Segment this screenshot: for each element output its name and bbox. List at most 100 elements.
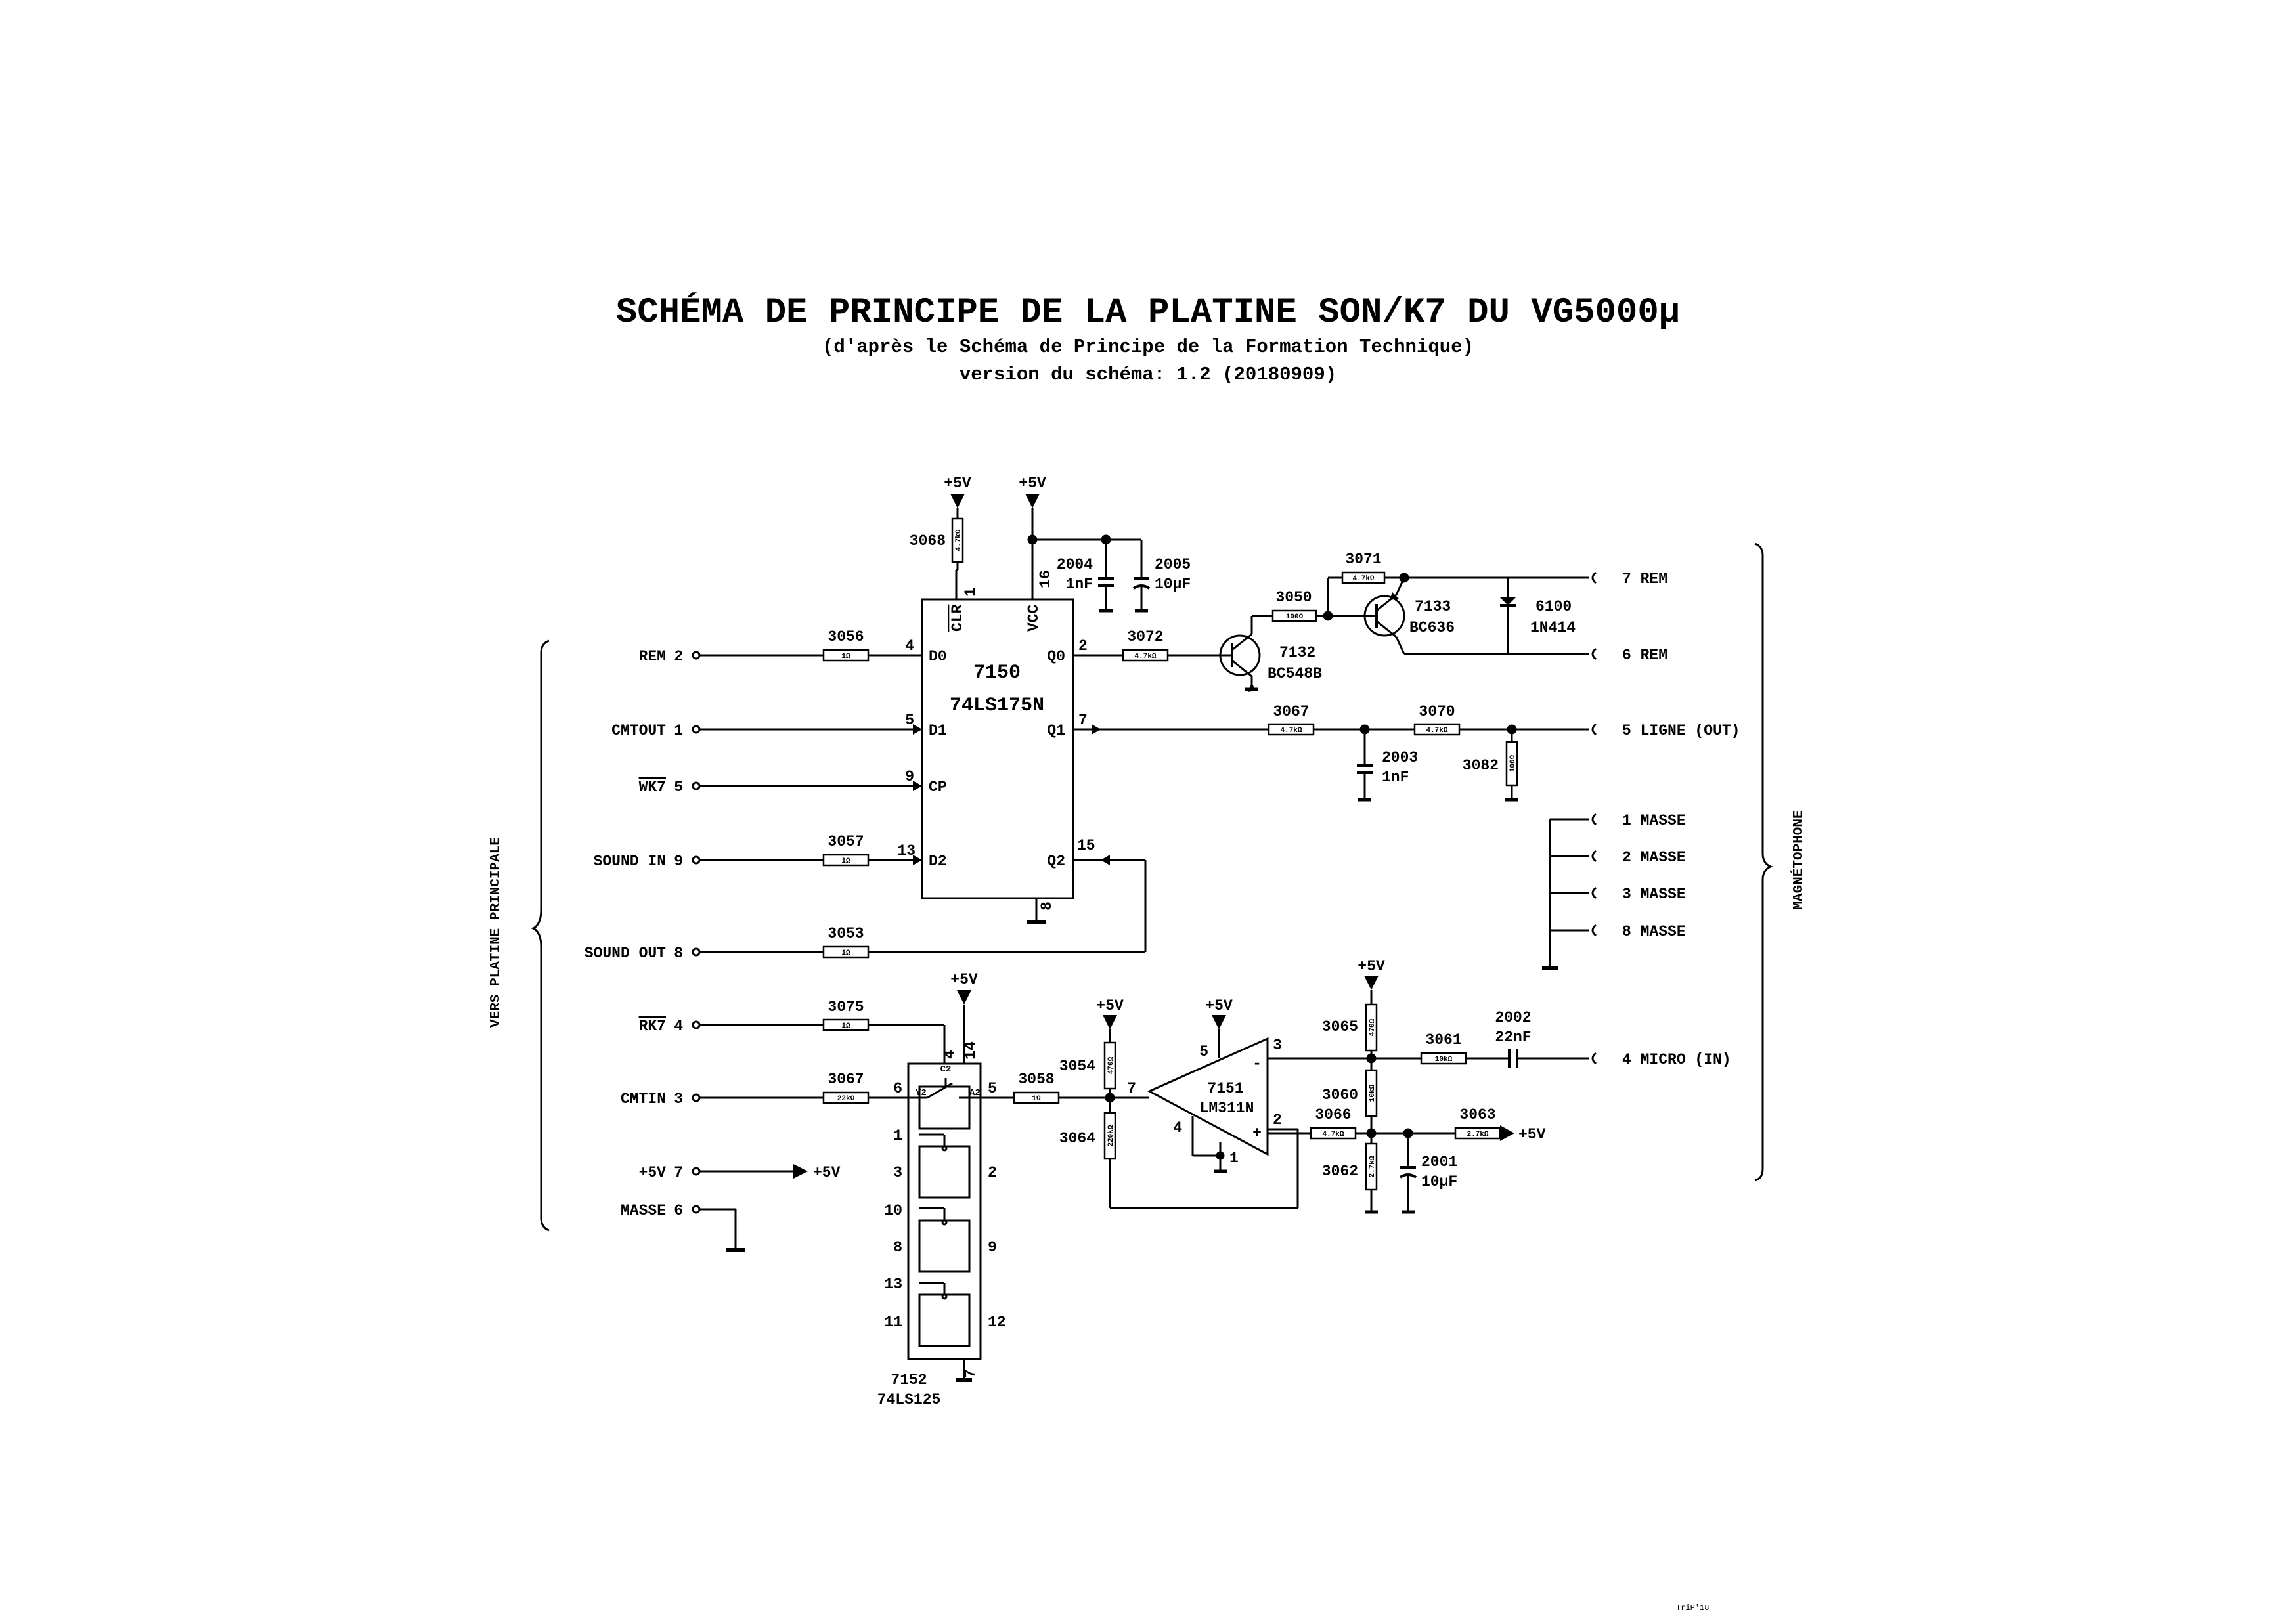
c2004-ref: 2004 [1057,556,1093,573]
ic7151-minus: - [1252,1055,1262,1072]
r3067a-value: 4.7kΩ [1280,727,1302,735]
r3054-value: 470Ω [1107,1056,1115,1074]
ic7152-pin7: 7 [962,1369,979,1378]
t7132-part: BC548B [1268,665,1322,682]
ic7150-pin13: 13 [897,842,916,859]
right-masse2: 2 MASSE [1622,849,1686,866]
r3072-value: 4.7kΩ [1134,653,1156,660]
diode-ref: 6100 [1535,598,1572,615]
r3058-value: 1Ω [1032,1095,1041,1103]
ic7150-q2: Q2 [1047,853,1065,870]
r3050-ref: 3050 [1275,589,1312,606]
left-wk7-label: WK7 [639,779,666,796]
left-rem-pin: 2 [674,648,683,665]
c2005-value: 10µF [1155,576,1191,593]
ic7150-d1: D1 [929,722,947,739]
ic7152-pin5: 5 [988,1080,997,1097]
side-label-left: VERS PLATINE PRINCIPALE [489,837,504,1028]
r3058-ref: 3058 [1018,1071,1054,1088]
r3053-ref: 3053 [828,925,864,942]
ic7150-ref: 7150 [973,662,1021,684]
r3075-ref: 3075 [828,999,864,1016]
ic7151-pin3: 3 [1273,1037,1282,1054]
supply-5v-pin7: +5V [813,1164,841,1181]
r3057-value: 1Ω [841,857,850,865]
r3063-value: 2.7kΩ [1467,1131,1488,1138]
schematic-version: version du schéma: 1.2 (20180909) [960,364,1336,385]
ic7152-pin13: 13 [884,1276,902,1293]
ic7151-ref: 7151 [1207,1080,1243,1097]
ic7152-pin1: 1 [893,1127,902,1144]
r3067a-ref: 3067 [1273,703,1309,720]
r3066-ref: 3066 [1315,1106,1351,1123]
r3056-ref: 3056 [828,628,864,645]
ic7152-a2: A2 [969,1088,981,1098]
c2001-value: 10µF [1421,1173,1457,1190]
ic7151-pin5: 5 [1199,1043,1208,1060]
arrow-heads [793,494,1516,1179]
left-rk7-pin: 4 [674,1018,683,1035]
ic7150-pin9: 9 [905,768,914,785]
r3066-value: 4.7kΩ [1322,1131,1344,1138]
r3057-ref: 3057 [828,833,864,850]
r3064-ref: 3064 [1059,1130,1095,1147]
c2001-ref: 2001 [1421,1154,1457,1171]
labels: +5V +5V +5V +5V +5V +5V +5V +5V REM 2 CM… [489,475,1807,1408]
ic7150-pin4: 4 [905,638,914,655]
c2002-value: 22nF [1495,1029,1531,1046]
c2003-value: 1nF [1382,769,1409,786]
t7132-ref: 7132 [1279,644,1315,661]
right-masse1: 1 MASSE [1622,812,1686,829]
side-label-right: MAGNÉTOPHONE [1791,810,1807,909]
supply-5v-3065: +5V [1358,958,1385,975]
ic7151-pin2: 2 [1273,1112,1282,1129]
ic7150-d2: D2 [929,853,947,870]
ic7152-pin4: 4 [941,1050,958,1059]
c2003-ref: 2003 [1382,749,1418,766]
supply-5v-vcc: +5V [1019,475,1046,492]
ic7152-pin8: 8 [893,1239,902,1256]
ic7152-y2: Y2 [916,1088,927,1098]
r3068-ref: 3068 [910,532,946,550]
schematic-subtitle: (d'après le Schéma de Principe de la For… [822,336,1474,358]
r3071-ref: 3071 [1345,551,1381,568]
c2004-value: 1nF [1066,576,1093,593]
ic7152-pin12: 12 [988,1314,1006,1331]
ic7150-vcc: VCC [1025,604,1042,632]
ic7150-pin15: 15 [1077,837,1095,854]
r3065-ref: 3065 [1322,1018,1358,1035]
r3061-ref: 3061 [1425,1031,1461,1049]
ic7152-ref: 7152 [891,1372,927,1389]
ic7151-pin1: 1 [1229,1150,1239,1167]
supply-5v-3054: +5V [1096,997,1124,1014]
right-rem7: 7 REM [1622,571,1667,588]
diode-part: 1N414 [1530,619,1576,636]
r3053-value: 1Ω [841,949,850,957]
r3071-value: 4.7kΩ [1352,575,1374,583]
left-rk7-label: RK7 [639,1018,666,1035]
c2002-ref: 2002 [1495,1009,1531,1026]
ic7151-pin4: 4 [1173,1119,1182,1136]
left-cmtin-pin: 3 [674,1091,683,1108]
r3082-ref: 3082 [1463,757,1499,774]
r3070-ref: 3070 [1419,703,1455,720]
r3067b-value: 22kΩ [837,1095,855,1103]
supply-5v-7152: +5V [950,971,978,988]
resistor-values: 4.7kΩ 1Ω 1Ω 1Ω 4.7kΩ 100Ω 4.7kΩ 4.7kΩ 4.… [837,529,1517,1177]
ic7152-pin10: 10 [884,1202,902,1219]
left-masse-pin: 6 [674,1202,683,1219]
r3072-ref: 3072 [1127,628,1163,645]
ic7152-part: 74LS125 [877,1391,941,1408]
right-rem6: 6 REM [1622,647,1667,664]
supply-5v-lm311: +5V [1205,997,1233,1014]
ic7151-pin7: 7 [1127,1080,1136,1097]
ic7151-part: LM311N [1200,1100,1254,1117]
t7133-ref: 7133 [1415,598,1451,615]
ic7150-pin5: 5 [905,712,914,729]
r3062-value: 2.7kΩ [1369,1156,1377,1177]
right-micro: 4 MICRO (IN) [1622,1051,1731,1068]
ic7150-d0: D0 [929,648,947,665]
ic7150-clr: CLR [949,604,966,632]
left-wk7-pin: 5 [674,779,683,796]
r3068-value: 4.7kΩ [955,529,963,551]
